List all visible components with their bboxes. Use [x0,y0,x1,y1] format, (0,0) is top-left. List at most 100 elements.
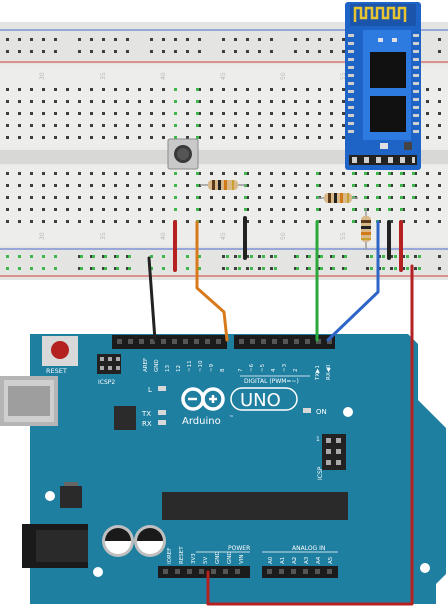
resistor [318,193,358,203]
icsp-pin1-label: 1 [316,436,320,443]
breadboard-hole [114,124,117,127]
breadboard-hole [222,38,225,41]
breadboard-hole [258,112,261,115]
breadboard-hole [294,220,297,223]
breadboard-hole [150,88,153,91]
breadboard-hole [402,267,405,270]
breadboard-hole [126,124,129,127]
breadboard-hole [270,136,273,139]
breadboard-hole [198,220,201,223]
breadboard-hole [294,208,297,211]
breadboard-hole [426,136,429,139]
pin-label: ~10 [198,360,204,372]
breadboard-hole [78,38,81,41]
breadboard-hole [6,136,9,139]
breadboard-hole [42,196,45,199]
breadboard-hole [30,50,33,53]
breadboard-hole [150,136,153,139]
breadboard-hole [66,124,69,127]
uno-badge: UNO [230,387,298,411]
breadboard-hole [30,88,33,91]
pin-label: GND [215,551,221,564]
breadboard-hole [90,267,93,270]
breadboard-hole [318,267,321,270]
breadboard-hole [114,88,117,91]
breadboard-hole [402,208,405,211]
breadboard-hole [54,136,57,139]
capacitor [134,525,166,557]
breadboard-hole [414,196,417,199]
breadboard-hole [366,196,369,199]
breadboard-hole [138,112,141,115]
breadboard-hole [54,38,57,41]
breadboard-hole [30,124,33,127]
breadboard-hole [186,100,189,103]
pin-label: 12 [176,365,182,372]
breadboard-hole [366,267,369,270]
breadboard-hole [114,220,117,223]
resistor [361,208,371,250]
breadboard-hole [78,267,81,270]
breadboard-hole [6,208,9,211]
breadboard-hole [342,255,345,258]
column-number: 40 [160,232,167,240]
breadboard-hole [354,220,357,223]
column-number: 55 [340,232,347,240]
breadboard-hole [234,38,237,41]
breadboard-hole [90,136,93,139]
breadboard-hole [258,100,261,103]
breadboard-hole [438,124,441,127]
pin-label: 8 [220,368,226,372]
breadboard-hole [270,255,273,258]
breadboard-hole [126,112,129,115]
wire-red-5v [206,264,414,606]
breadboard-hole [102,100,105,103]
breadboard-hole [90,124,93,127]
push-button[interactable] [167,138,199,170]
pin-label: A1 [280,557,286,564]
breadboard-hole [150,112,153,115]
breadboard-hole [414,267,417,270]
breadboard-hole [342,172,345,175]
breadboard-hole [90,38,93,41]
breadboard-hole [102,255,105,258]
breadboard-hole [6,184,9,187]
wire-black-gnd [147,256,157,342]
trademark-mark: ™ [229,415,234,421]
breadboard-hole [282,220,285,223]
breadboard-hole [258,220,261,223]
breadboard-hole [78,196,81,199]
breadboard-hole [330,220,333,223]
breadboard-hole [30,184,33,187]
breadboard-hole [306,136,309,139]
breadboard-hole [342,100,345,103]
breadboard-hole [66,196,69,199]
pin-label: ~6 [249,363,255,372]
breadboard-hole [402,255,405,258]
breadboard-hole [318,124,321,127]
breadboard-hole [78,184,81,187]
breadboard-hole [126,208,129,211]
breadboard-hole [426,88,429,91]
breadboard-hole [126,184,129,187]
breadboard-hole [18,184,21,187]
breadboard-hole [222,220,225,223]
breadboard-hole [90,184,93,187]
breadboard-hole [30,196,33,199]
breadboard-hole [402,184,405,187]
breadboard-hole [186,50,189,53]
breadboard-hole [258,255,261,258]
breadboard-hole [282,196,285,199]
breadboard-hole [234,50,237,53]
breadboard-hole [234,267,237,270]
breadboard-hole [42,172,45,175]
breadboard-hole [438,100,441,103]
breadboard-hole [282,184,285,187]
pin-label: A3 [304,556,310,564]
reset-button[interactable] [42,336,78,366]
power-pin-labels: IOREF RESET 3V3 5V GND GND VIN [167,546,245,564]
breadboard-hole [282,88,285,91]
mounting-hole [45,491,55,501]
breadboard-bottom-rail [0,246,448,280]
